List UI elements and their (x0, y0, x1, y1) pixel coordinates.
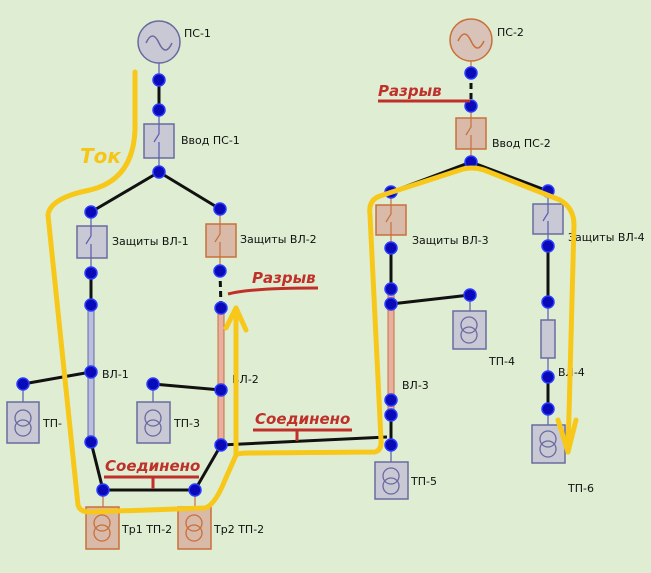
connected-annotation-middle: Соединено (253, 410, 352, 441)
zvl1-breaker[interactable]: Защиты ВЛ-1 (76, 212, 189, 273)
switch-icon (85, 226, 92, 258)
node (384, 297, 398, 311)
bus-nodes (16, 66, 555, 497)
node (464, 66, 478, 80)
break-label: Разрыв (252, 269, 316, 287)
node (384, 393, 398, 407)
connected-label: Соединено (105, 457, 200, 475)
switch-icon (542, 204, 549, 234)
ps2-group: ПС-2 (449, 18, 524, 62)
node (213, 202, 227, 216)
node (214, 301, 228, 315)
node (188, 483, 202, 497)
node (384, 408, 398, 422)
node (84, 365, 98, 379)
sine-icon (145, 35, 173, 51)
vl1-label: ВЛ-1 (102, 368, 129, 381)
tr2-substation[interactable]: Тр2 ТП-2 (177, 490, 264, 550)
zvl3-label: Защиты ВЛ-3 (412, 234, 489, 247)
node (152, 165, 166, 179)
connected-annotation-bottom: Соединено (104, 457, 200, 489)
node (541, 402, 555, 416)
vl2-label: ВЛ-2 (232, 373, 259, 386)
arrow-up-icon (223, 305, 249, 333)
node (541, 295, 555, 309)
node (541, 370, 555, 384)
break-annotation-left: Разрыв (227, 269, 319, 296)
node (384, 241, 398, 255)
tr1-substation[interactable]: Тр1 ТП-2 (85, 490, 172, 550)
ps1-label: ПС-1 (184, 27, 211, 40)
node (84, 435, 98, 449)
ps2-label: ПС-2 (497, 26, 524, 39)
zvl2-breaker[interactable]: Защиты ВЛ-2 (205, 209, 317, 271)
switch-icon (214, 224, 221, 257)
node (213, 264, 227, 278)
node (384, 282, 398, 296)
zvl3-breaker[interactable]: Защиты ВЛ-3 (375, 192, 489, 248)
node (96, 483, 110, 497)
ps1-group: ПС-1 (137, 20, 211, 64)
vl3-label: ВЛ-3 (402, 379, 429, 392)
node (541, 239, 555, 253)
tp4-substation[interactable]: ТП-4 (452, 295, 515, 368)
break-annotation-right: Разрыв (378, 82, 470, 103)
vl4-line[interactable]: ВЛ-4 (540, 302, 585, 379)
sine-icon (457, 33, 485, 49)
tie-line (220, 435, 388, 447)
node (16, 377, 30, 391)
tp3-label: ТП-3 (173, 417, 200, 430)
vvod1-breaker[interactable]: Ввод ПС-1 (143, 110, 240, 172)
vl2-line[interactable] (217, 307, 225, 446)
tp1-label: ТП- (42, 417, 62, 430)
switch-icon (465, 118, 472, 149)
node (384, 438, 398, 452)
tp4-label: ТП-4 (488, 355, 515, 368)
tr2-label: Тр2 ТП-2 (213, 523, 264, 536)
node (152, 103, 166, 117)
node (84, 266, 98, 280)
zvl2-label: Защиты ВЛ-2 (240, 233, 317, 246)
zvl1-label: Защиты ВЛ-1 (112, 235, 189, 248)
node (463, 288, 477, 302)
node (84, 298, 98, 312)
current-path: Ток (45, 69, 579, 515)
arrow-down-icon (555, 417, 579, 455)
tp5-substation[interactable]: ТП-5 (374, 445, 437, 500)
tp5-label: ТП-5 (410, 475, 437, 488)
node (214, 383, 228, 397)
vvod2-label: Ввод ПС-2 (492, 137, 551, 150)
node (84, 205, 98, 219)
tp3-substation[interactable]: ТП-3 (136, 384, 200, 444)
node (146, 377, 160, 391)
switch-icon (385, 205, 392, 235)
vvod1-label: Ввод ПС-1 (181, 134, 240, 147)
vvod2-breaker[interactable]: Ввод ПС-2 (455, 106, 551, 162)
tok-label: Ток (80, 144, 121, 168)
node (464, 99, 478, 113)
node (152, 73, 166, 87)
connected-label: Соединено (255, 410, 350, 428)
tp6-substation[interactable]: ТП-6 (531, 409, 594, 495)
tr1-label: Тр1 ТП-2 (121, 523, 172, 536)
tp6-label: ТП-6 (567, 482, 594, 495)
tp1-substation[interactable]: ТП- (6, 384, 62, 444)
zvl4-breaker[interactable]: Защиты ВЛ-4 (532, 191, 645, 246)
break-label: Разрыв (378, 82, 442, 100)
node (214, 438, 228, 452)
switch-icon (153, 124, 160, 158)
zvl4-label: Защиты ВЛ-4 (568, 231, 645, 244)
